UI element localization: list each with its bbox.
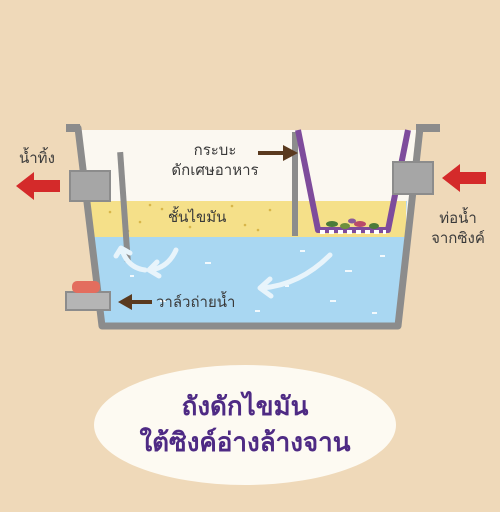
drain-valve — [65, 281, 111, 311]
caption-subtitle: ใต้ซิงค์อ่างล้างจาน — [139, 428, 351, 458]
screen-pointer-arrow — [258, 145, 298, 161]
flow-arrows — [113, 245, 333, 299]
outlet-label: น้ำทิ้ง — [19, 149, 55, 167]
grease-layer-label: ชั้นไขมัน — [168, 208, 227, 226]
inlet-arrow — [442, 164, 486, 192]
food-scraps — [326, 218, 379, 229]
outlet-pipe — [69, 170, 111, 202]
grease-speckles — [108, 203, 272, 233]
outlet-arrow — [16, 172, 60, 200]
caption-title: ถังดักไขมัน — [181, 392, 309, 422]
food-screen-label: กระบะ ดักเศษอาหาร — [150, 140, 280, 180]
tank-rim-right — [416, 124, 440, 132]
divider-wall — [292, 132, 298, 236]
food-screen-label-line1: กระบะ — [193, 141, 237, 159]
caption-bubble: ถังดักไขมัน ใต้ซิงค์อ่างล้างจาน — [94, 365, 396, 485]
inner-baffle — [117, 151, 131, 263]
inlet-label: ท่อน้ำ จากซิงค์ — [420, 208, 496, 248]
valve-pointer-arrow — [118, 294, 152, 310]
tank-rim-left — [66, 124, 80, 132]
drain-valve-label: วาล์วถ่ายน้ำ — [156, 293, 236, 311]
food-screen-label-line2: ดักเศษอาหาร — [171, 161, 259, 179]
inlet-label-line1: ท่อน้ำ — [439, 209, 477, 227]
inlet-pipe — [392, 161, 434, 195]
inlet-label-line2: จากซิงค์ — [431, 229, 485, 247]
